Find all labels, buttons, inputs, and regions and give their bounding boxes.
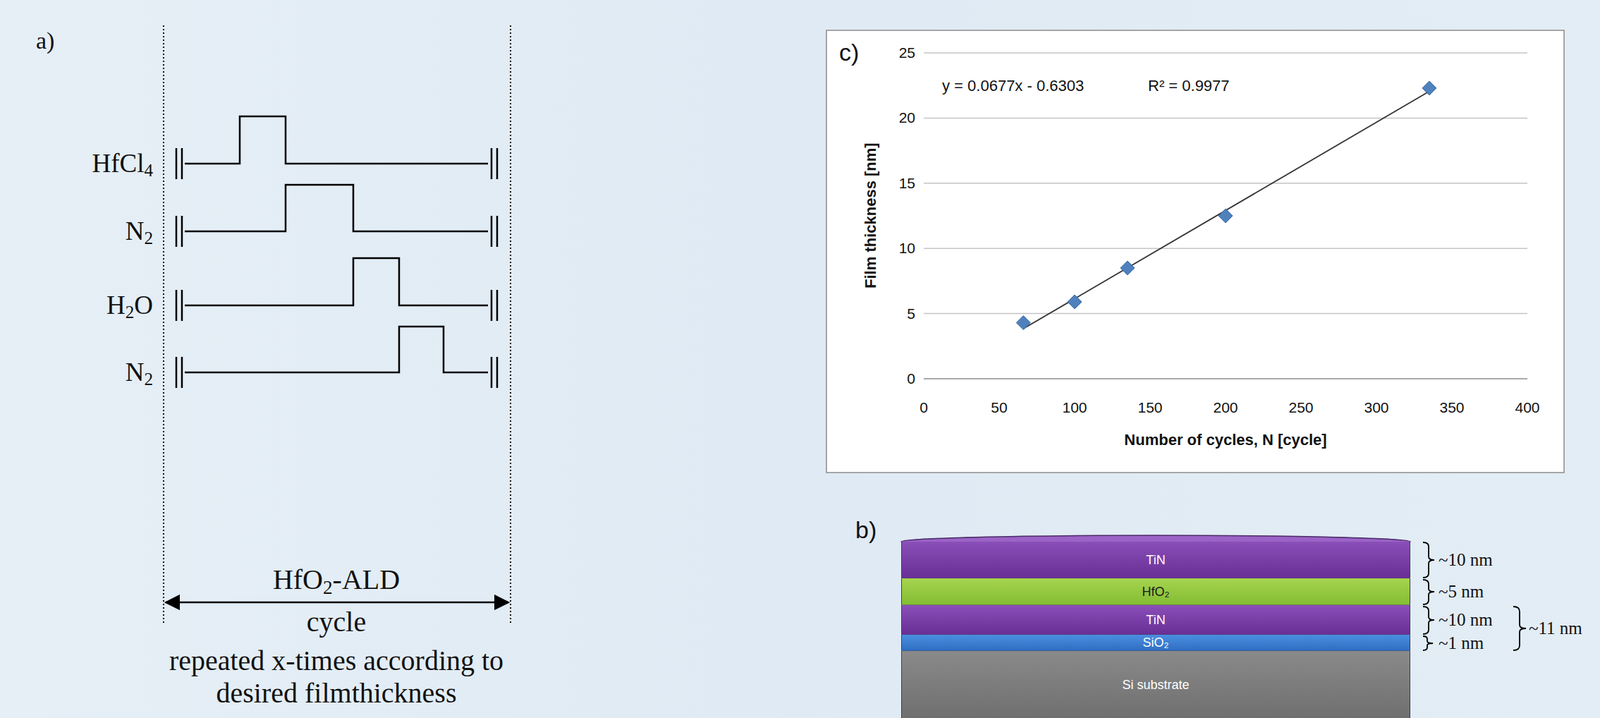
- thickness-brace: [1423, 636, 1433, 651]
- fit-equation: y = 0.0677x - 0.6303: [942, 76, 1084, 95]
- cycle-title: HfO2-ALD: [272, 563, 400, 596]
- axis-title: Film thickness [nm]: [860, 143, 879, 290]
- signal-name: N2: [125, 216, 154, 247]
- chart-frame: [826, 30, 1565, 473]
- layer-name: SiO₂: [1143, 636, 1170, 649]
- panel-letter: c): [839, 38, 859, 67]
- tick-label: 200: [1212, 399, 1238, 417]
- cycle-note: repeated x-times according to desired fi…: [138, 644, 534, 710]
- data-point: [1422, 81, 1437, 96]
- cycle-arrow: [165, 601, 509, 604]
- thickness-brace: [1423, 606, 1435, 634]
- grid-line: [923, 247, 1528, 249]
- tick-label: 10: [899, 239, 916, 257]
- tick-label: 20: [899, 109, 916, 127]
- panel-letter: a): [35, 26, 55, 55]
- thickness-label: ~5 nm: [1438, 581, 1484, 603]
- pulse-signal: [184, 184, 488, 232]
- pulse-signal: [184, 116, 488, 164]
- tick-label: 350: [1439, 399, 1464, 417]
- break-mark: [176, 356, 498, 388]
- layer-name: TiN: [1145, 613, 1165, 627]
- layer-name: HfO₂: [1142, 585, 1170, 598]
- fit-r-squared: R² = 0.9977: [1147, 76, 1230, 95]
- tick-label: 25: [899, 44, 916, 62]
- grid-line: [923, 52, 1528, 54]
- axis-title: Number of cycles, N [cycle]: [1124, 430, 1327, 449]
- data-point: [1120, 260, 1135, 276]
- break-mark: [176, 289, 498, 321]
- signal-name: H2O: [106, 290, 154, 321]
- tick-label: 100: [1061, 399, 1087, 417]
- thickness-brace: [1513, 606, 1526, 651]
- signal-name: N2: [125, 357, 154, 388]
- thickness-label: ~10 nm: [1438, 550, 1493, 571]
- thickness-label: ~1 nm: [1438, 633, 1484, 654]
- cycle-boundary: [162, 25, 165, 623]
- data-point: [1016, 315, 1031, 331]
- cycle-boundary: [509, 25, 512, 623]
- thickness-label: ~10 nm: [1438, 609, 1493, 631]
- pulse-signal: [184, 258, 488, 306]
- panel-letter: b): [855, 516, 877, 544]
- data-point: [1218, 208, 1233, 223]
- signal-name: HfCl4: [91, 148, 154, 180]
- tick-label: 50: [990, 399, 1007, 417]
- cycle-title: cycle: [306, 605, 366, 639]
- si-substrate: Si substrate: [901, 650, 1411, 718]
- thickness-brace: [1423, 542, 1435, 578]
- trend-line: [1023, 91, 1430, 330]
- grid-line: [923, 182, 1528, 185]
- grid-line: [923, 117, 1528, 120]
- grid-line: [923, 377, 1528, 380]
- tick-label: 5: [906, 305, 916, 323]
- tick-label: 15: [899, 174, 916, 192]
- tick-label: 300: [1363, 399, 1389, 417]
- tin-layer: TiN: [901, 605, 1411, 635]
- break-mark: [176, 215, 498, 247]
- tin-layer: TiN: [901, 541, 1411, 579]
- tick-label: 250: [1288, 399, 1314, 417]
- sio2-layer: SiO₂: [901, 634, 1411, 651]
- break-mark: [176, 148, 498, 180]
- data-point: [1067, 294, 1082, 309]
- tick-label: 0: [919, 399, 928, 417]
- tick-label: 150: [1137, 399, 1163, 417]
- tick-label: 0: [906, 370, 916, 388]
- grid-line: [923, 313, 1528, 315]
- pulse-signal: [184, 326, 488, 373]
- hfo2-layer: HfO₂: [901, 578, 1411, 606]
- layer-name: TiN: [1145, 553, 1165, 567]
- thickness-label: ~11 nm: [1528, 618, 1583, 639]
- tick-label: 400: [1514, 399, 1540, 417]
- thickness-brace: [1423, 579, 1435, 605]
- layer-name: Si substrate: [1121, 678, 1189, 692]
